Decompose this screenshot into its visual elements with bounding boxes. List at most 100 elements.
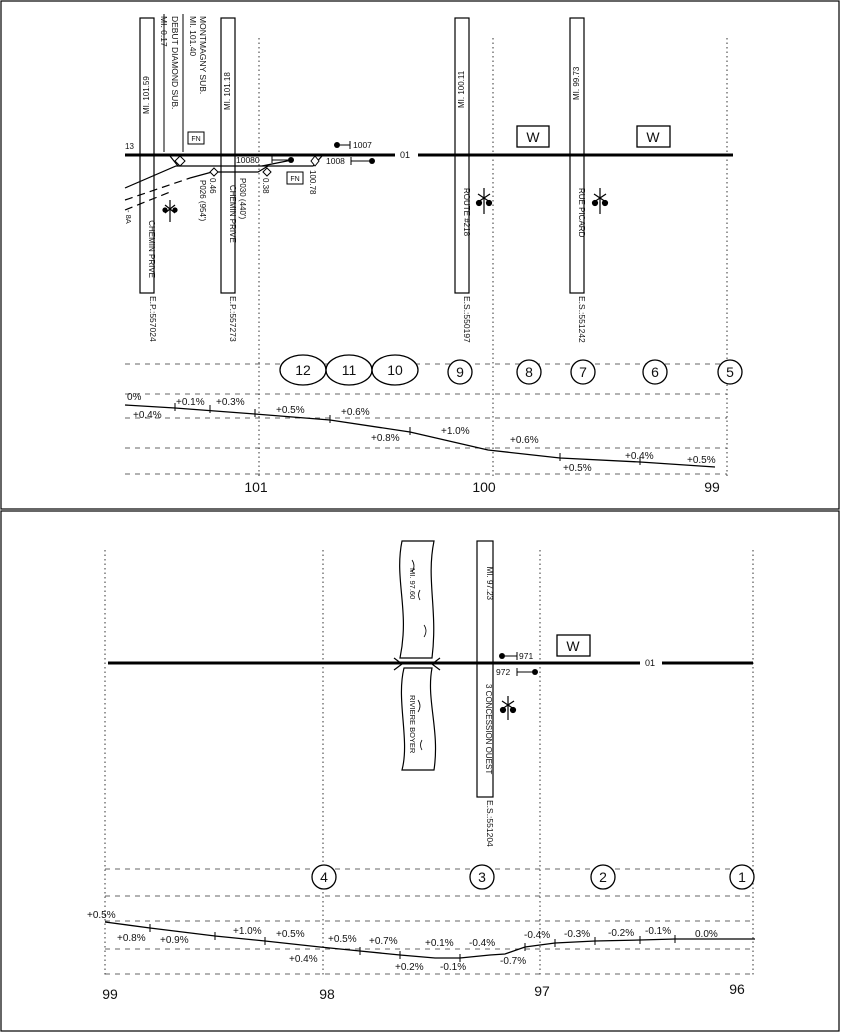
crossing-signal-icon xyxy=(499,696,517,720)
milepost-gridlines-1 xyxy=(258,38,728,478)
milepost-98: 98 xyxy=(319,986,335,1002)
reference-lines-2 xyxy=(105,868,753,975)
grade-label: -0.3% xyxy=(564,929,590,940)
whistle-board-2 xyxy=(636,125,671,148)
panel-2-frame xyxy=(0,510,840,1032)
marker-7: 7 xyxy=(579,364,587,380)
marker-10: 10 xyxy=(387,362,403,378)
svg-text:1008: 1008 xyxy=(326,156,345,166)
panel-1-frame xyxy=(0,0,840,510)
note-diamond: DEBUT DIAMOND SUB. xyxy=(170,16,180,109)
fn-label-2: FN xyxy=(290,176,299,183)
river-lower xyxy=(400,667,437,771)
grade-label: +0.8% xyxy=(371,433,400,444)
grade-label: +0.6% xyxy=(341,407,370,418)
grade-label: 0.0% xyxy=(695,929,718,940)
marker-4: 4 xyxy=(320,869,328,885)
river-name: RIVIERE BOYER xyxy=(408,695,417,754)
grade-label: +0.5% xyxy=(276,929,305,940)
grade-label: +1.0% xyxy=(441,426,470,437)
svg-text:972: 972 xyxy=(496,667,510,677)
grade-label: -0.1% xyxy=(645,926,671,937)
river-upper xyxy=(399,540,435,659)
grade-label: +0.1% xyxy=(425,938,454,949)
signal-1007: 1007 xyxy=(334,140,372,150)
signal-971: 971 xyxy=(499,651,533,661)
grade-label: +0.5% xyxy=(328,934,357,945)
crossing-signal-icon xyxy=(475,188,493,214)
grade-label: +0.5% xyxy=(276,405,305,416)
track-13: 13 xyxy=(125,142,134,151)
milepost-97: 97 xyxy=(534,983,550,999)
milepost-99: 99 xyxy=(704,479,720,495)
milepost-gridlines-2 xyxy=(104,550,754,975)
grade-label: -0.7% xyxy=(500,956,526,967)
fn-box-2 xyxy=(286,171,304,185)
grade-label: +0.9% xyxy=(160,935,189,946)
river-mile: MI. 97.60 xyxy=(408,568,417,599)
whistle-label-3: W xyxy=(566,638,580,654)
crossing-signal-icon xyxy=(591,188,609,214)
grade-label: +0.6% xyxy=(510,435,539,446)
grade-label: -0.1% xyxy=(440,962,466,973)
grade-label: +0.1% xyxy=(176,397,205,408)
svg-text:1007: 1007 xyxy=(353,140,372,150)
signal-10080: 10080 xyxy=(236,155,294,165)
river-texture xyxy=(411,559,427,751)
grade-label: +0.5% xyxy=(563,463,592,474)
note-montmagny-mi: MI. 101.40 xyxy=(188,16,198,56)
curve-markers-1 xyxy=(279,354,743,386)
note-diamond-mi: MI. 0.17 xyxy=(159,16,169,47)
note-10078: 100.78 xyxy=(308,170,317,195)
note-046: 0.46 xyxy=(208,178,217,194)
grade-label: +0.7% xyxy=(369,936,398,947)
marker-9: 9 xyxy=(456,364,464,380)
grade-label: +0.5% xyxy=(87,910,116,921)
grade-label: +0.5% xyxy=(687,455,716,466)
grade-ticks-1 xyxy=(174,403,641,465)
note-montmagny: MONTMAGNY SUB. xyxy=(198,16,208,94)
crossing-signal-icon xyxy=(162,200,178,222)
grade-label: +0.8% xyxy=(117,933,146,944)
note-p026: P026 (954') xyxy=(198,180,207,221)
track-id-1: 01 xyxy=(400,150,410,160)
milepost-99-b: 99 xyxy=(102,986,118,1002)
marker-12: 12 xyxy=(295,362,311,378)
milepost-100: 100 xyxy=(472,479,496,495)
road-1-mile: MI. 101.59 xyxy=(142,76,151,114)
grade-ticks-2 xyxy=(149,924,676,962)
note-track-a: - 8A xyxy=(124,210,133,224)
road-5-name: 3 CONCESSION OUEST xyxy=(484,684,493,774)
milepost-96: 96 xyxy=(729,981,745,997)
road-1-name: CHEMIN PRIVE xyxy=(147,220,156,278)
road-4-mile: MI. 99.73 xyxy=(572,66,581,100)
road-3-es: E.S.:550197 xyxy=(462,296,472,343)
grade-label: 0% xyxy=(127,392,142,403)
marker-1: 1 xyxy=(738,869,746,885)
grade-label: -0.4% xyxy=(524,930,550,941)
track-id-2: 01 xyxy=(645,658,655,668)
svg-text:971: 971 xyxy=(519,651,533,661)
whistle-board-1 xyxy=(516,125,550,148)
road-2-mile: MI. 101.18 xyxy=(223,72,232,110)
grade-label: +0.3% xyxy=(216,397,245,408)
switch-points-1 xyxy=(174,155,320,177)
signal-972: 972 xyxy=(496,667,538,677)
milepost-101: 101 xyxy=(244,479,268,495)
marker-5: 5 xyxy=(726,364,734,380)
grade-label: +0.4% xyxy=(289,954,318,965)
road-4-name: RUE PICARD xyxy=(577,188,586,238)
grade-label: +0.4% xyxy=(625,451,654,462)
road-strip-2 xyxy=(476,540,494,798)
marker-2: 2 xyxy=(599,869,607,885)
grade-label: -0.2% xyxy=(608,928,634,939)
fn-label-1: FN xyxy=(191,136,200,143)
whistle-label-1: W xyxy=(526,129,540,145)
road-4-es: E.S.:551242 xyxy=(577,296,587,343)
marker-6: 6 xyxy=(651,364,659,380)
road-3-mile: MI. 100.11 xyxy=(457,70,466,108)
fn-box-1 xyxy=(187,131,205,145)
marker-3: 3 xyxy=(478,869,486,885)
road-1-es: E.P.:557024 xyxy=(148,296,158,342)
